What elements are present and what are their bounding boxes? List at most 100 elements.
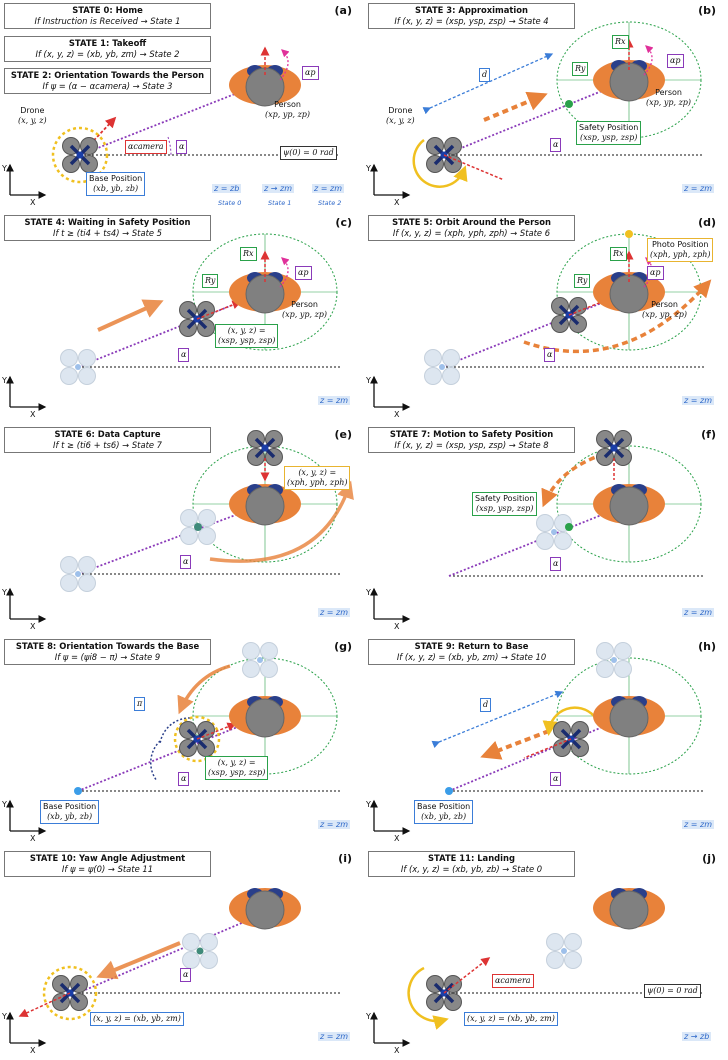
state-title: STATE 6: Data Capture (54, 429, 161, 439)
altitude-label: z = zb (212, 184, 242, 193)
state-label: State 0 (218, 199, 242, 207)
panel-j-drawing (370, 887, 704, 1047)
position-line: (xsp, ysp, zsp) (218, 336, 276, 345)
safety-position-label: Safety Position(xsp, ysp, zsp) (472, 492, 538, 516)
altitude-label: z → zm (262, 184, 294, 193)
y-axis-label: Y (2, 800, 7, 809)
state-condition: If ψ = (ψi8 − π) → State 9 (54, 652, 161, 662)
photo-text: Photo Position (651, 240, 709, 249)
x-axis-label: X (394, 1046, 400, 1055)
state-title: STATE 5: Orbit Around the Person (392, 217, 551, 227)
x-axis-label: X (30, 834, 36, 843)
base-coord: (xb, yb, zb) (93, 184, 139, 193)
person-coord: (xp, yp, zp) (282, 310, 328, 319)
state-title: STATE 10: Yaw Angle Adjustment (29, 853, 186, 863)
y-axis-label: Y (2, 1012, 7, 1021)
state-condition: If (x, y, z) = (xb, yb, zb) → State 0 (400, 864, 543, 874)
ry-label: Ry (202, 274, 219, 288)
position-line: (x, y, z) = (298, 468, 337, 477)
person-text: Person (291, 300, 318, 309)
altitude-label: z = zm (682, 396, 714, 405)
drone-label: Drone(x, y, z) (386, 106, 415, 126)
x-axis-label: X (30, 622, 36, 631)
x-axis-label: X (30, 410, 36, 419)
alpha-label: α (178, 772, 190, 786)
state-title: STATE 0: Home (72, 5, 143, 15)
panel-label: (b) (698, 4, 716, 17)
person-coord: (xp, yp, zp) (265, 110, 311, 119)
altitude-label: z = zm (318, 608, 350, 617)
altitude-label: z = zm (312, 184, 344, 193)
altitude-label: z = zm (318, 1032, 350, 1041)
position-label: (x, y, z) =(xsp, ysp, zsp) (215, 324, 279, 348)
position-label: (x, y, z) = (xb, yb, zm) (464, 1012, 558, 1026)
panel-label: (a) (334, 4, 352, 17)
panel-label: (c) (335, 216, 352, 229)
y-axis-label: Y (2, 164, 7, 173)
y-axis-label: Y (366, 800, 371, 809)
state-condition: If (x, y, z) = (xb, yb, zm) → State 2 (35, 49, 180, 59)
rx-label: Rx (612, 35, 629, 49)
person-text: Person (655, 88, 682, 97)
person-text: Person (651, 300, 678, 309)
panel-label: (f) (701, 428, 716, 441)
base-text: Base Position (89, 174, 143, 183)
position-line: (x, y, z) = (227, 326, 266, 335)
x-axis-label: X (30, 1046, 36, 1055)
person-label: Person(xp, yp, zp) (282, 300, 327, 320)
distance-label: d (480, 698, 492, 712)
x-axis-label: X (394, 198, 400, 207)
state-title: STATE 4: Waiting in Safety Position (24, 217, 191, 227)
panel-label: (i) (338, 852, 352, 865)
alpha-p-label: αp (647, 266, 664, 280)
person-label: Person(xp, yp, zp) (642, 300, 687, 320)
state-title: STATE 1: Takeoff (68, 38, 147, 48)
position-line: (xph, yph, zph) (287, 478, 348, 487)
position-line: (x, y, z) = (217, 758, 256, 767)
panel-f-drawing (370, 428, 704, 623)
safety-text: Safety Position (475, 494, 535, 503)
altitude-label: z = zm (682, 608, 714, 617)
psi0-label: ψ(0) = 0 rad (644, 984, 701, 998)
y-axis-label: Y (366, 164, 371, 173)
drone-label: Drone(x, y, z) (18, 106, 47, 126)
state-condition: If ψ = (α − αcamera) → State 3 (42, 81, 173, 91)
distance-label: d (479, 68, 491, 82)
person-text: Person (274, 100, 301, 109)
state-title: STATE 11: Landing (428, 853, 515, 863)
alpha-label: α (180, 968, 192, 982)
base-position-label: Base Position(xb, yb, zb) (86, 172, 146, 196)
state-title: STATE 3: Approximation (415, 5, 528, 15)
altitude-label: z → zb (682, 1032, 712, 1041)
safety-text: Safety Position (579, 123, 639, 132)
y-axis-label: Y (366, 588, 371, 597)
state-label: State 2 (318, 199, 342, 207)
alpha-p-label: αp (302, 66, 319, 80)
panel-e-drawing (6, 428, 354, 623)
base-text: Base Position (43, 802, 97, 811)
state-condition: If (x, y, z) = (xph, yph, zph) → State 6 (392, 228, 551, 238)
state-condition: If (x, y, z) = (xsp, ysp, zsp) → State 8 (394, 440, 549, 450)
pi-label: π (134, 697, 146, 711)
panel-i-drawing (6, 887, 340, 1047)
person-coord: (xp, yp, zp) (642, 310, 688, 319)
position-line: (xsp, ysp, zsp) (208, 768, 266, 777)
panel-label: (e) (334, 428, 352, 441)
state-title: STATE 7: Motion to Safety Position (389, 429, 554, 439)
y-axis-label: Y (366, 376, 371, 385)
ry-label: Ry (574, 274, 591, 288)
panel-g-drawing (6, 642, 340, 835)
base-coord: (xb, yb, zb) (47, 812, 93, 821)
panel-c-drawing (6, 233, 340, 411)
x-axis-label: X (394, 622, 400, 631)
